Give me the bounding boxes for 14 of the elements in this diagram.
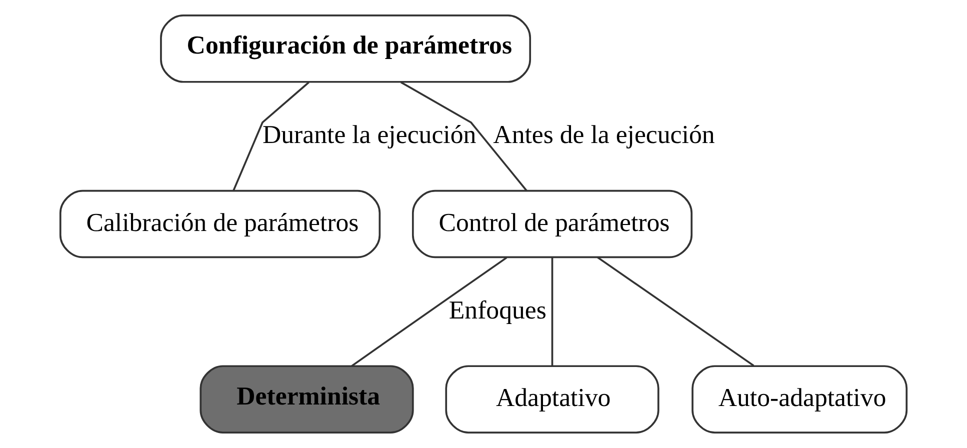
node-box: Adaptativo (445, 365, 660, 434)
node-box: Configuración de parámetros (160, 14, 532, 83)
edge-label: Antes de la ejecución (493, 120, 715, 150)
connector (351, 256, 508, 367)
node-box: Auto-adaptativo (692, 365, 908, 434)
connector (232, 82, 310, 191)
connector (400, 82, 528, 192)
node-box: Calibración de parámetros (59, 190, 381, 258)
connector (551, 257, 554, 366)
edge-label: Enfoques (448, 296, 546, 324)
edge-label: Durante la ejecución (262, 120, 476, 150)
node-box: Determinista (200, 365, 414, 434)
connector (597, 256, 754, 366)
node-box: Control de parámetros (412, 190, 693, 258)
